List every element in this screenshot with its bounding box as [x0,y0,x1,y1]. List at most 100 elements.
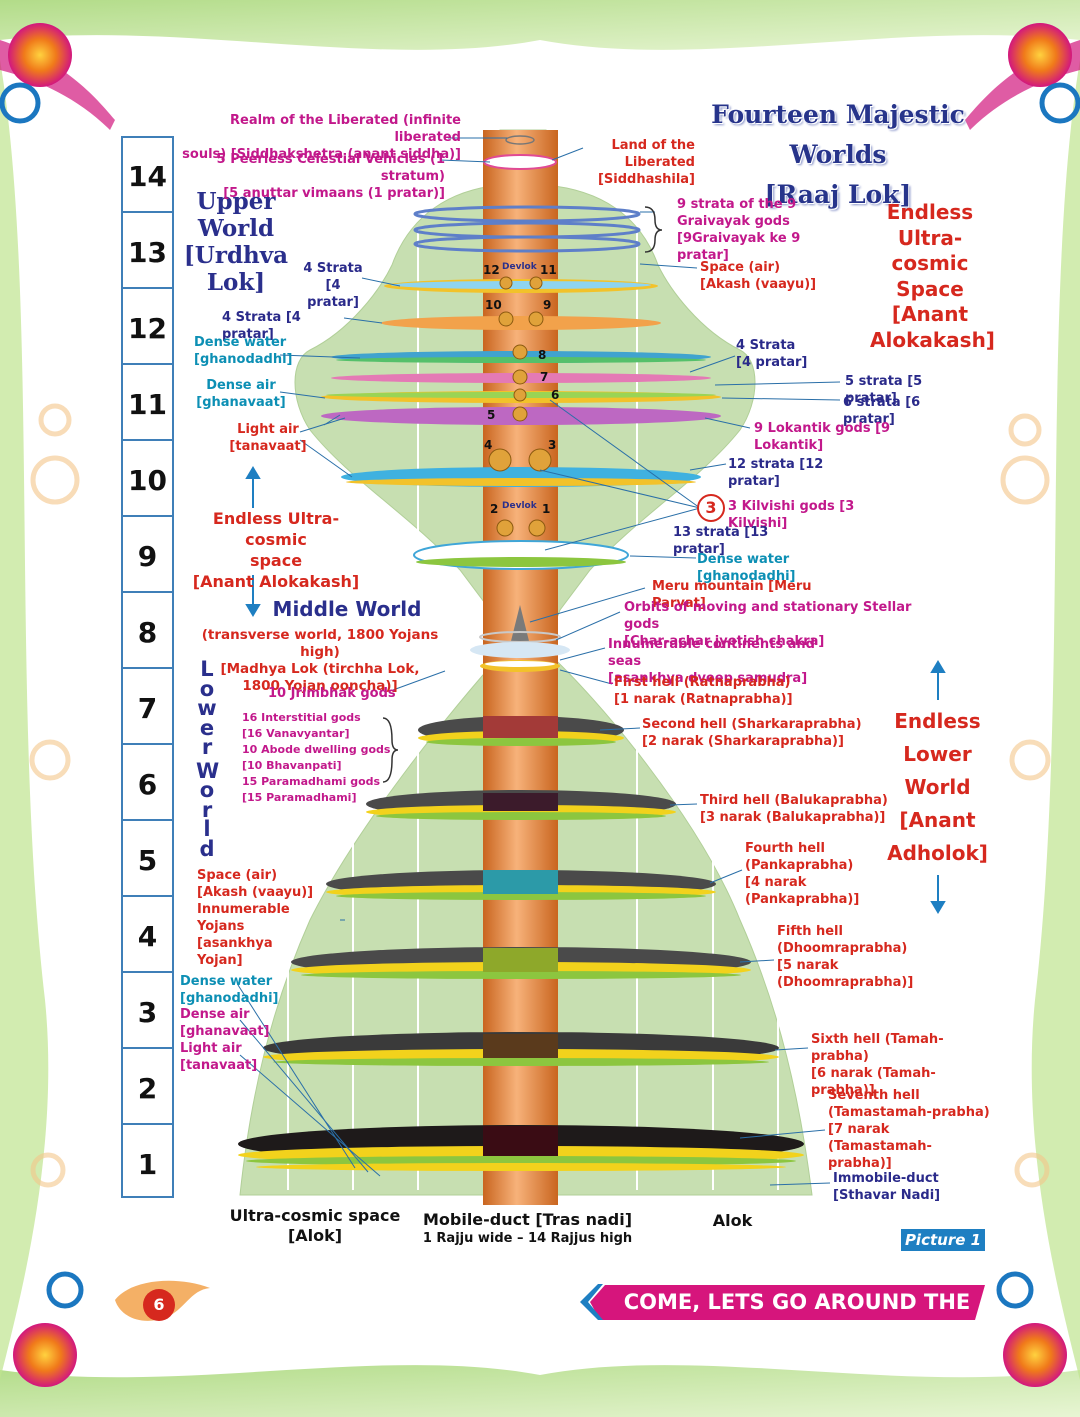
rajju-number: 8 [137,616,158,649]
deck-number-4: 4 [484,438,493,452]
stellar-gods-orbits-label: Orbits of moving and stationary Stellar … [624,600,912,649]
sixth-hell-label: Sixth hell (Tamah-prabha) [6 narak (Tama… [811,1032,944,1098]
rajju-number: 9 [137,540,158,573]
interstitial-gods-label: 16 Interstitial gods [16 Vanavyantar] 10… [242,711,391,804]
siddhashila-crescent [483,154,557,170]
four-strata-label-a: 4 Strata [4 pratar] [303,261,363,310]
letter: d [199,836,215,861]
letter: L [200,657,214,681]
lokantik-gods-label: 9 Lokantik gods [9 Lokantik] [754,421,891,453]
jrimbhak-gods-label: 10 Jrimbhak gods [268,686,396,701]
mobile-duct-label: Mobile-duct [Tras nadi] [422,1210,633,1229]
third-hell-label: Third hell (Balukaprabha) [3 narak (Balu… [700,793,888,825]
lower-dense-air-label: Dense air [ghanavaat] [180,1007,270,1039]
deck-number-12: 12 [483,263,500,277]
come-lets-go-banner: COME, LETS GO AROUND THE LOK [590,1285,985,1349]
banner-shape [590,1285,985,1320]
rajju-number: 12 [128,312,167,345]
light-air-label: Light air [tanavaat] [229,422,307,454]
deck-number-10: 10 [485,298,502,312]
page-number: 6 [143,1289,175,1321]
continents-seas-label: Innumerable continents and seas [asankhy… [608,637,815,686]
deck-number-11: 11 [540,263,557,277]
immobile-duct-label: Immobile-duct [Sthavar Nadi] [833,1171,941,1203]
deck-number-7: 7 [540,370,549,384]
rajju-number: 5 [137,844,158,877]
upper-world-heading: Upper World [Urdhva Lok] [183,188,289,296]
endless-ultra-cosmic-space-left: Endless Ultra-cosmic space [Anant Alokak… [192,509,360,591]
title-line-2: [Raaj Lok] [764,180,912,209]
letter: o [199,778,215,802]
letter: W [196,758,220,783]
devlok-label-top: Devlok [502,262,537,272]
kilvishi-gods-label: 3 Kilvishi gods [3 Kilvishi] [728,499,855,531]
four-strata-label-b: 4 Strata [4 pratar] [222,310,301,342]
rajju-number: 1 [137,1148,158,1181]
deck-number-5: 5 [487,408,496,422]
hell-discs [238,716,804,1171]
alok-label-right: Alok [712,1211,753,1230]
lower-dense-water-label: Dense water [ghanodadhi] [180,974,279,1006]
second-hell-label: Second hell (Sharkaraprabha) [2 narak (S… [642,717,862,749]
four-strata-right-label: 4 Strata [4 pratar] [736,338,808,370]
land-of-liberated-label: Land of the Liberated [Siddhashila] [597,138,695,187]
page-title: Fourteen Majestic Worlds [Raaj Lok] [683,95,993,215]
letter: e [199,715,215,740]
mobile-duct-dimensions: 1 Rajju wide – 14 Rajjus high [422,1231,633,1246]
devlok-label-bottom: Devlok [502,501,537,511]
realm-of-liberated-label: Realm of the Liberated (infinite liberat… [182,113,461,162]
meru-mountain-label: Meru mountain [Meru Parvat] [652,579,812,611]
innumerable-yojans-label: Innumerable Yojans [asankhya Yojan] [197,902,290,968]
letter: o [199,676,215,701]
banner-text: COME, LETS GO AROUND THE LOK [623,1290,971,1349]
graivayak-discs [413,205,641,253]
letter: r [201,797,213,822]
lower-light-air-label: Light air [tanavaat] [180,1041,258,1073]
deck-number-9: 9 [543,298,552,312]
rajju-number: 11 [128,388,167,421]
letter: l [203,817,211,841]
rajju-number: 10 [128,464,167,497]
hell-disc-6 [238,1125,804,1171]
rajju-number: 3 [137,996,158,1029]
letter: w [197,696,217,720]
deck-number-1: 1 [542,502,551,516]
hell-disc-5 [263,1032,779,1066]
middle-world-heading: Middle World [272,597,422,621]
hell-disc-2 [366,790,676,820]
first-hell-label: First hell (Ratnaprabha) [1 narak (Ratna… [614,675,793,707]
peerless-vehicles-label: 5 Peerless Celestial Vehicles (1 stratum… [216,152,445,201]
upper-space-air-label: Space (air) [Akash (vaayu)] [700,260,817,292]
graivayak-label: 9 strata of the 9 Graivayak gods [9Graiv… [677,197,801,263]
fifth-hell-label: Fifth hell (Dhoomraprabha) [5 narak (Dho… [777,924,914,990]
meru-mountain [470,605,570,672]
rajju-number: 6 [137,768,158,801]
rajju-number: 4 [137,920,158,953]
dense-water-label: Dense water [ghanodadhi] [194,335,293,367]
letter: r [201,735,213,759]
deck-number-8: 8 [538,348,547,362]
middle-world-description: (transverse world, 1800 Yojans high) [Ma… [201,627,439,694]
picture-number-badge: Picture 1 [901,1229,985,1251]
seventh-hell-label: Seventh hell (Tamastamah-prabha) [7 nara… [828,1088,990,1171]
deck-number-3: 3 [548,438,557,452]
lower-world-vertical-heading: L o w e r W o r l d [196,657,220,861]
hell-disc-3 [326,870,716,900]
lower-space-air-label: Space (air) [Akash (vaayu)] [197,868,314,900]
thirteen-strata-label: 13 strata [13 pratar] [673,525,769,557]
rajju-number: 7 [137,692,158,725]
hell-disc-4 [291,947,751,979]
title-line-1: Fourteen Majestic Worlds [711,100,965,169]
kilvishi-number-circle: 3 [697,494,725,522]
twelve-strata-label: 12 strata [12 pratar] [728,457,824,489]
fourth-hell-label: Fourth hell (Pankaprabha) [4 narak (Pank… [745,841,860,907]
rajju-number: 14 [128,160,167,193]
devlok-deity-icons [488,276,552,537]
endless-ultra-cosmic-space-right: Endless Ultra- cosmic Space [Anant Aloka… [870,200,995,352]
endless-lower-world: Endless Lower World [Anant Adholok] [887,709,988,865]
deck-number-2: 2 [490,502,499,516]
six-strata-label: 6 strata [6 pratar] [843,395,921,427]
rajju-number: 13 [128,236,167,269]
